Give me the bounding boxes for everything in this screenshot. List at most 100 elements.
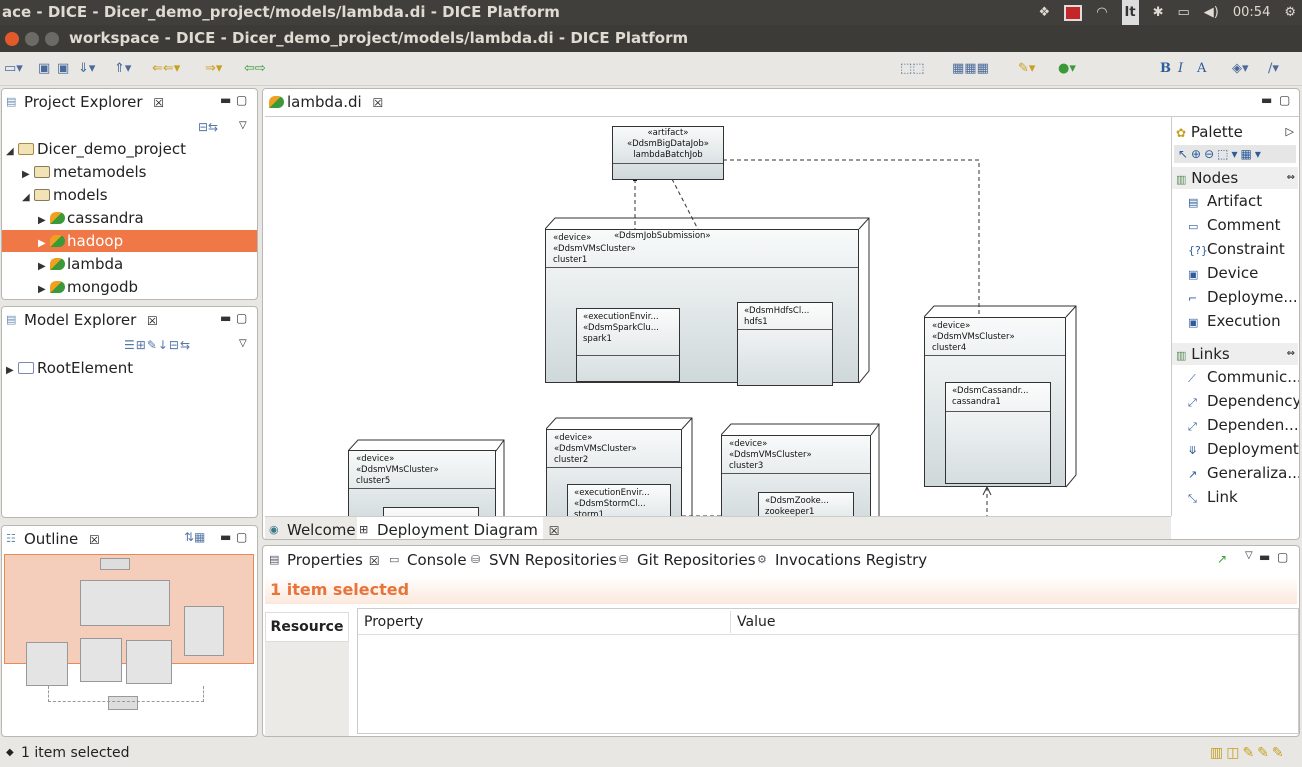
- view-menu-icon[interactable]: ▽: [1245, 550, 1253, 561]
- tab-invocations-registry[interactable]: ⚙ Invocations Registry: [757, 551, 928, 569]
- column-value[interactable]: Value: [737, 614, 776, 630]
- tab-console[interactable]: ▭ Console: [389, 551, 467, 569]
- import-icon[interactable]: ⇓▾: [78, 61, 96, 76]
- minimize-icon[interactable]: ▬: [1259, 550, 1271, 564]
- new-icon[interactable]: ▭▾: [4, 61, 23, 76]
- palette-item-execution[interactable]: ▣Execution: [1188, 309, 1281, 333]
- close-icon[interactable]: ☒: [548, 524, 560, 538]
- debug-icon[interactable]: ●▾: [1058, 61, 1076, 76]
- status-tools-icons[interactable]: ▥◫✎✎✎: [1210, 745, 1287, 761]
- gear-icon[interactable]: ⚙: [1284, 5, 1296, 20]
- layout-icon[interactable]: ⬚⬚: [900, 61, 925, 76]
- palette-item-comment[interactable]: ▭Comment: [1188, 213, 1281, 237]
- palette-item-artifact[interactable]: ▤Artifact: [1188, 189, 1262, 213]
- close-icon[interactable]: ☒: [147, 314, 158, 328]
- tree-item-models[interactable]: ◢models: [22, 186, 108, 204]
- device-cluster1[interactable]: «device»«DdsmVMsCluster»cluster1 «DdsmJo…: [545, 229, 859, 386]
- view-menu-icon[interactable]: ▽: [239, 120, 247, 131]
- collapse-all-icon[interactable]: ⊟⇆: [198, 120, 219, 134]
- device-cluster3[interactable]: «device»«DdsmVMsCluster»cluster3 «DdsmZo…: [721, 435, 871, 516]
- tab-git-repositories[interactable]: ⛁ Git Repositories: [619, 551, 756, 569]
- keyboard-layout[interactable]: It: [1121, 0, 1139, 25]
- device-cluster4[interactable]: «device»«DdsmVMsCluster»cluster4 «DdsmCa…: [924, 317, 1066, 487]
- model-explorer-tools-icon[interactable]: ☰⊞✎↓⊟⇆: [124, 338, 192, 352]
- tree-item-project[interactable]: ◢Dicer_demo_project: [6, 140, 186, 158]
- palette-item-deployment[interactable]: ⤋Deployment: [1188, 437, 1299, 461]
- maximize-icon[interactable]: ▢: [236, 311, 248, 325]
- maximize-window-button[interactable]: [45, 32, 59, 46]
- italic-button[interactable]: I: [1178, 61, 1184, 76]
- tab-project-explorer[interactable]: ▤ Project Explorer ☒: [2, 89, 171, 115]
- run-icon[interactable]: ✎▾: [1018, 61, 1036, 76]
- view-menu-icon[interactable]: ▽: [239, 338, 247, 349]
- maximize-icon[interactable]: ▢: [236, 93, 248, 107]
- tree-item-metamodels[interactable]: ▶metamodels: [22, 163, 147, 181]
- palette-tools[interactable]: ↖⊕⊖⬚▾▦▾: [1174, 145, 1296, 163]
- artifact-lambda-batch-job[interactable]: «artifact» «DdsmBigDataJob» lambdaBatchJ…: [612, 126, 724, 180]
- outline-mode-icon[interactable]: ⇅▦: [184, 530, 206, 544]
- export-icon[interactable]: ⇑▾: [114, 61, 132, 76]
- tab-welcome[interactable]: ◉ Welcome: [269, 521, 356, 539]
- device-cluster5[interactable]: «device»«DdsmVMsCluster»cluster5: [348, 450, 496, 516]
- cassandra-cluster-cassandra1[interactable]: «DdsmCassandr...cassandra1: [945, 382, 1051, 484]
- tab-outline[interactable]: ☷ Outline ☒: [2, 526, 106, 552]
- volume-icon[interactable]: ◀): [1203, 5, 1219, 20]
- tab-properties[interactable]: ▤ Properties☒: [267, 547, 381, 573]
- forward-icon[interactable]: ⇒▾: [205, 61, 223, 76]
- close-icon[interactable]: ☒: [372, 96, 384, 110]
- battery-icon[interactable]: ▭: [1177, 5, 1190, 20]
- tree-item-root-element[interactable]: ▶RootElement: [6, 359, 134, 377]
- line-color-icon[interactable]: ∕▾: [1268, 61, 1279, 76]
- palette-item-communication[interactable]: ⟋Communic...: [1188, 365, 1299, 389]
- maximize-icon[interactable]: ▢: [1277, 550, 1289, 564]
- fill-color-icon[interactable]: ◈▾: [1232, 61, 1249, 76]
- palette-item-device[interactable]: ▣Device: [1188, 261, 1258, 285]
- cluster5-inner-node[interactable]: [383, 507, 479, 516]
- palette-item-deployment-spec[interactable]: ⌐Deployme...: [1188, 285, 1298, 309]
- diagram-canvas[interactable]: «artifact» «DdsmBigDataJob» lambdaBatchJ…: [265, 116, 1171, 516]
- minimize-icon[interactable]: ▬: [220, 311, 232, 325]
- exec-env-spark1[interactable]: «executionEnvir...«DdsmSparkClu...spark1: [576, 308, 680, 382]
- close-icon[interactable]: ☒: [153, 96, 165, 110]
- maximize-icon[interactable]: ▢: [236, 530, 248, 544]
- pin-icon[interactable]: ↗: [1217, 552, 1228, 566]
- prev-edit-icon[interactable]: ⇐⇐▾: [152, 61, 181, 76]
- minimize-icon[interactable]: ▬: [1261, 93, 1273, 107]
- close-icon[interactable]: ☒: [89, 533, 100, 547]
- palette-item-link[interactable]: ⤡Link: [1188, 485, 1238, 509]
- exec-env-storm1[interactable]: «executionEnvir...«DdsmStormCl...storm1: [567, 484, 671, 516]
- palette-drawer-links[interactable]: ▥ Links ⇔: [1172, 343, 1298, 365]
- collapse-palette-icon[interactable]: ▷: [1285, 125, 1294, 138]
- zookeeper-cluster-zookeeper1[interactable]: «DdsmZooke...zookeeper1: [758, 492, 854, 516]
- palette-item-constraint[interactable]: {?}Constraint: [1188, 237, 1285, 261]
- font-color-button[interactable]: A: [1197, 61, 1207, 76]
- minimize-icon[interactable]: ▬: [220, 530, 232, 544]
- tab-svn-repositories[interactable]: ⛁ SVN Repositories: [471, 551, 617, 569]
- resource-side-tab[interactable]: Resource: [265, 612, 349, 642]
- hdfs-cluster-hdfs1[interactable]: «DdsmHdfsCl...hdfs1: [737, 302, 833, 386]
- device-cluster2[interactable]: «device»«DdsmVMsCluster»cluster2 «execut…: [546, 429, 682, 516]
- close-window-button[interactable]: [5, 32, 19, 46]
- wifi-icon[interactable]: ◠: [1096, 5, 1108, 20]
- palette-item-generalization[interactable]: ↗Generaliza...: [1188, 461, 1299, 485]
- tree-item-hadoop[interactable]: ▶hadoop: [2, 230, 257, 252]
- record-icon[interactable]: [1064, 4, 1083, 21]
- tab-lambda-di[interactable]: lambda.di ☒: [263, 89, 390, 115]
- dropbox-icon[interactable]: ❖: [1038, 5, 1051, 20]
- close-icon[interactable]: ☒: [368, 554, 380, 568]
- maximize-icon[interactable]: ▢: [1279, 93, 1291, 107]
- tree-item-cassandra[interactable]: ▶cassandra: [38, 209, 144, 227]
- tab-model-explorer[interactable]: ▤ Model Explorer ☒: [2, 307, 164, 333]
- bold-button[interactable]: B: [1160, 61, 1171, 76]
- tree-item-lambda[interactable]: ▶lambda: [38, 255, 124, 273]
- clock[interactable]: 00:54: [1232, 5, 1271, 20]
- bluetooth-icon[interactable]: ✱: [1152, 5, 1164, 20]
- minimize-window-button[interactable]: [25, 32, 39, 46]
- tab-deployment-diagram[interactable]: ⊞ Deployment Diagram ☒: [357, 517, 559, 539]
- back-icon[interactable]: ⇦⇨: [244, 61, 266, 76]
- palette-item-dependency[interactable]: ⤢Dependency: [1188, 389, 1299, 413]
- chart-icons[interactable]: ▦▦▦: [952, 61, 989, 76]
- column-property[interactable]: Property: [364, 614, 424, 630]
- outline-thumbnail[interactable]: [4, 554, 255, 712]
- tree-item-mongodb[interactable]: ▶mongodb: [38, 278, 139, 296]
